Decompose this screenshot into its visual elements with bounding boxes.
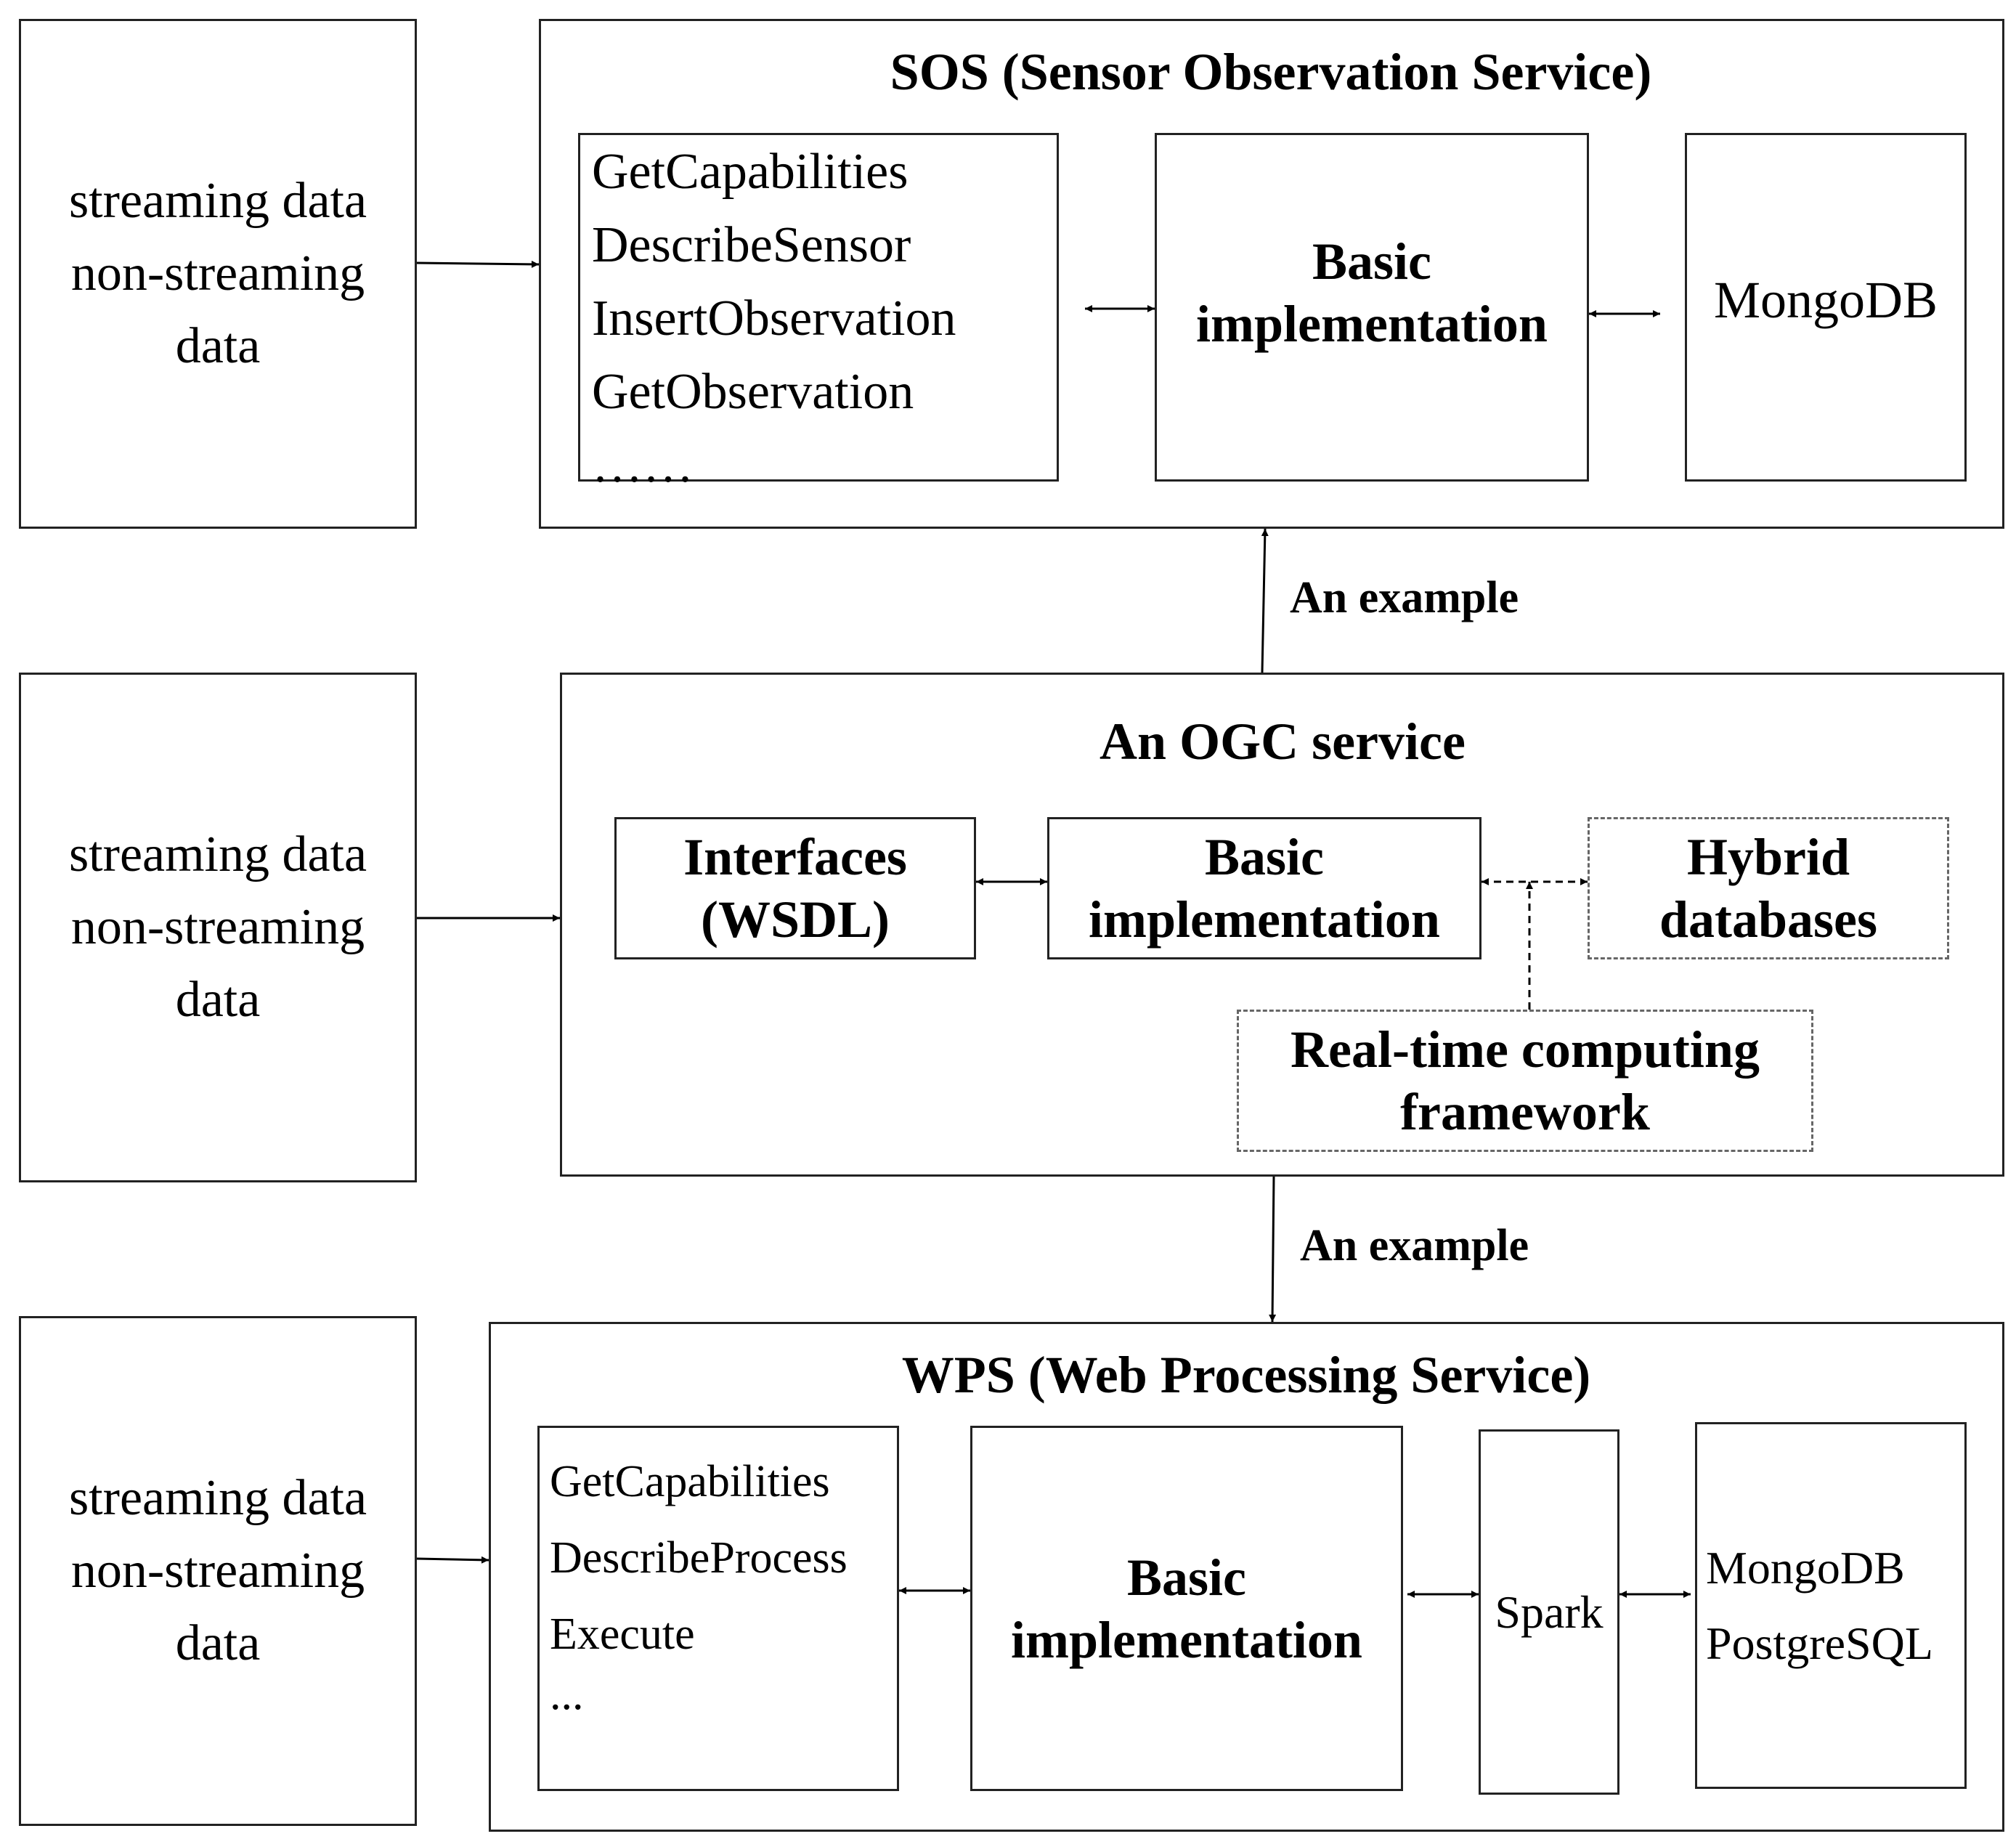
streaming-data-label: streaming data <box>68 827 367 882</box>
wps-databases-box: MongoDB PostgreSQL <box>1695 1422 1967 1789</box>
nonstreaming-data-label-line1: non-streaming <box>70 899 365 955</box>
ogc-interfaces-box: Interfaces (WSDL) <box>614 817 976 959</box>
wps-spark-label: Spark <box>1495 1586 1604 1638</box>
wps-basic-label-line1: Basic <box>1126 1548 1246 1607</box>
input-arrow-wps <box>416 1556 489 1564</box>
nonstreaming-data-label-line2: data <box>175 972 261 1028</box>
ogc-hybrid-label-line1: Hybrid <box>1686 828 1850 886</box>
sos-basic-implementation-box: Basic implementation <box>1155 133 1589 482</box>
nonstreaming-data-label-line1: non-streaming <box>70 1543 365 1599</box>
ogc-hybrid-label-line2: databases <box>1659 890 1878 949</box>
sos-op-insertobservation: InsertObservation <box>592 291 956 346</box>
streaming-data-label: streaming data <box>68 173 367 229</box>
ogc-realtime-label-line1: Real-time computing <box>1291 1020 1760 1079</box>
wps-title: WPS (Web Processing Service) <box>901 1346 1591 1404</box>
ogc-basic-label-line2: implementation <box>1089 890 1440 949</box>
ogc-realtime-framework-box: Real-time computing framework <box>1237 1010 1813 1152</box>
sos-title: SOS (Sensor Observation Service) <box>890 43 1652 101</box>
sos-operations-box: GetCapabilities DescribeSensor InsertObs… <box>578 133 1059 493</box>
example-label-upper: An example <box>1290 573 1519 622</box>
example-arrow-up <box>1261 528 1269 673</box>
wps-spark-box: Spark <box>1479 1429 1619 1795</box>
wps-op-getcapabilities: GetCapabilities <box>550 1457 830 1506</box>
wps-op-execute: Execute <box>550 1609 695 1659</box>
wps-db-mongodb: MongoDB <box>1706 1541 1905 1594</box>
nonstreaming-data-label-line2: data <box>175 318 261 374</box>
ogc-interfaces-label-line1: Interfaces <box>683 828 907 886</box>
example-arrow-down <box>1269 1176 1277 1323</box>
data-source-box-ogc: streaming data non-streaming data <box>19 673 417 1182</box>
sos-mongodb-box: MongoDB <box>1685 133 1967 482</box>
data-source-box-wps: streaming data non-streaming data <box>19 1316 417 1826</box>
input-arrow-sos <box>416 260 540 268</box>
sos-op-getobservation: GetObservation <box>592 364 914 420</box>
ogc-interfaces-label-line2: (WSDL) <box>700 890 890 949</box>
wps-op-describeprocess: DescribeProcess <box>550 1533 848 1583</box>
streaming-data-label: streaming data <box>68 1470 367 1526</box>
sos-basic-label-line1: Basic <box>1312 232 1431 291</box>
ogc-title: An OGC service <box>1100 713 1466 771</box>
sos-basic-label-line2: implementation <box>1196 295 1548 353</box>
wps-db-postgresql: PostgreSQL <box>1706 1617 1933 1669</box>
wps-operations-box: GetCapabilities DescribeProcess Execute … <box>537 1426 899 1791</box>
ogc-hybrid-databases-box: Hybrid databases <box>1588 817 1949 959</box>
sos-mongodb-label: MongoDB <box>1713 270 1938 329</box>
wps-basic-implementation-box: Basic implementation <box>970 1426 1403 1791</box>
data-source-box-sos: streaming data non-streaming data <box>19 19 417 529</box>
ogc-basic-label-line1: Basic <box>1204 828 1324 886</box>
sos-op-getcapabilities: GetCapabilities <box>592 144 909 200</box>
example-label-lower: An example <box>1300 1221 1529 1270</box>
sos-op-describesensor: DescribeSensor <box>592 217 911 273</box>
ogc-basic-implementation-box: Basic implementation <box>1047 817 1481 959</box>
wps-op-more: ... <box>550 1670 584 1719</box>
nonstreaming-data-label-line1: non-streaming <box>70 245 365 301</box>
nonstreaming-data-label-line2: data <box>175 1615 261 1671</box>
ogc-realtime-label-line2: framework <box>1400 1083 1650 1141</box>
wps-basic-label-line2: implementation <box>1011 1610 1362 1669</box>
sos-op-more: …… <box>592 437 694 493</box>
